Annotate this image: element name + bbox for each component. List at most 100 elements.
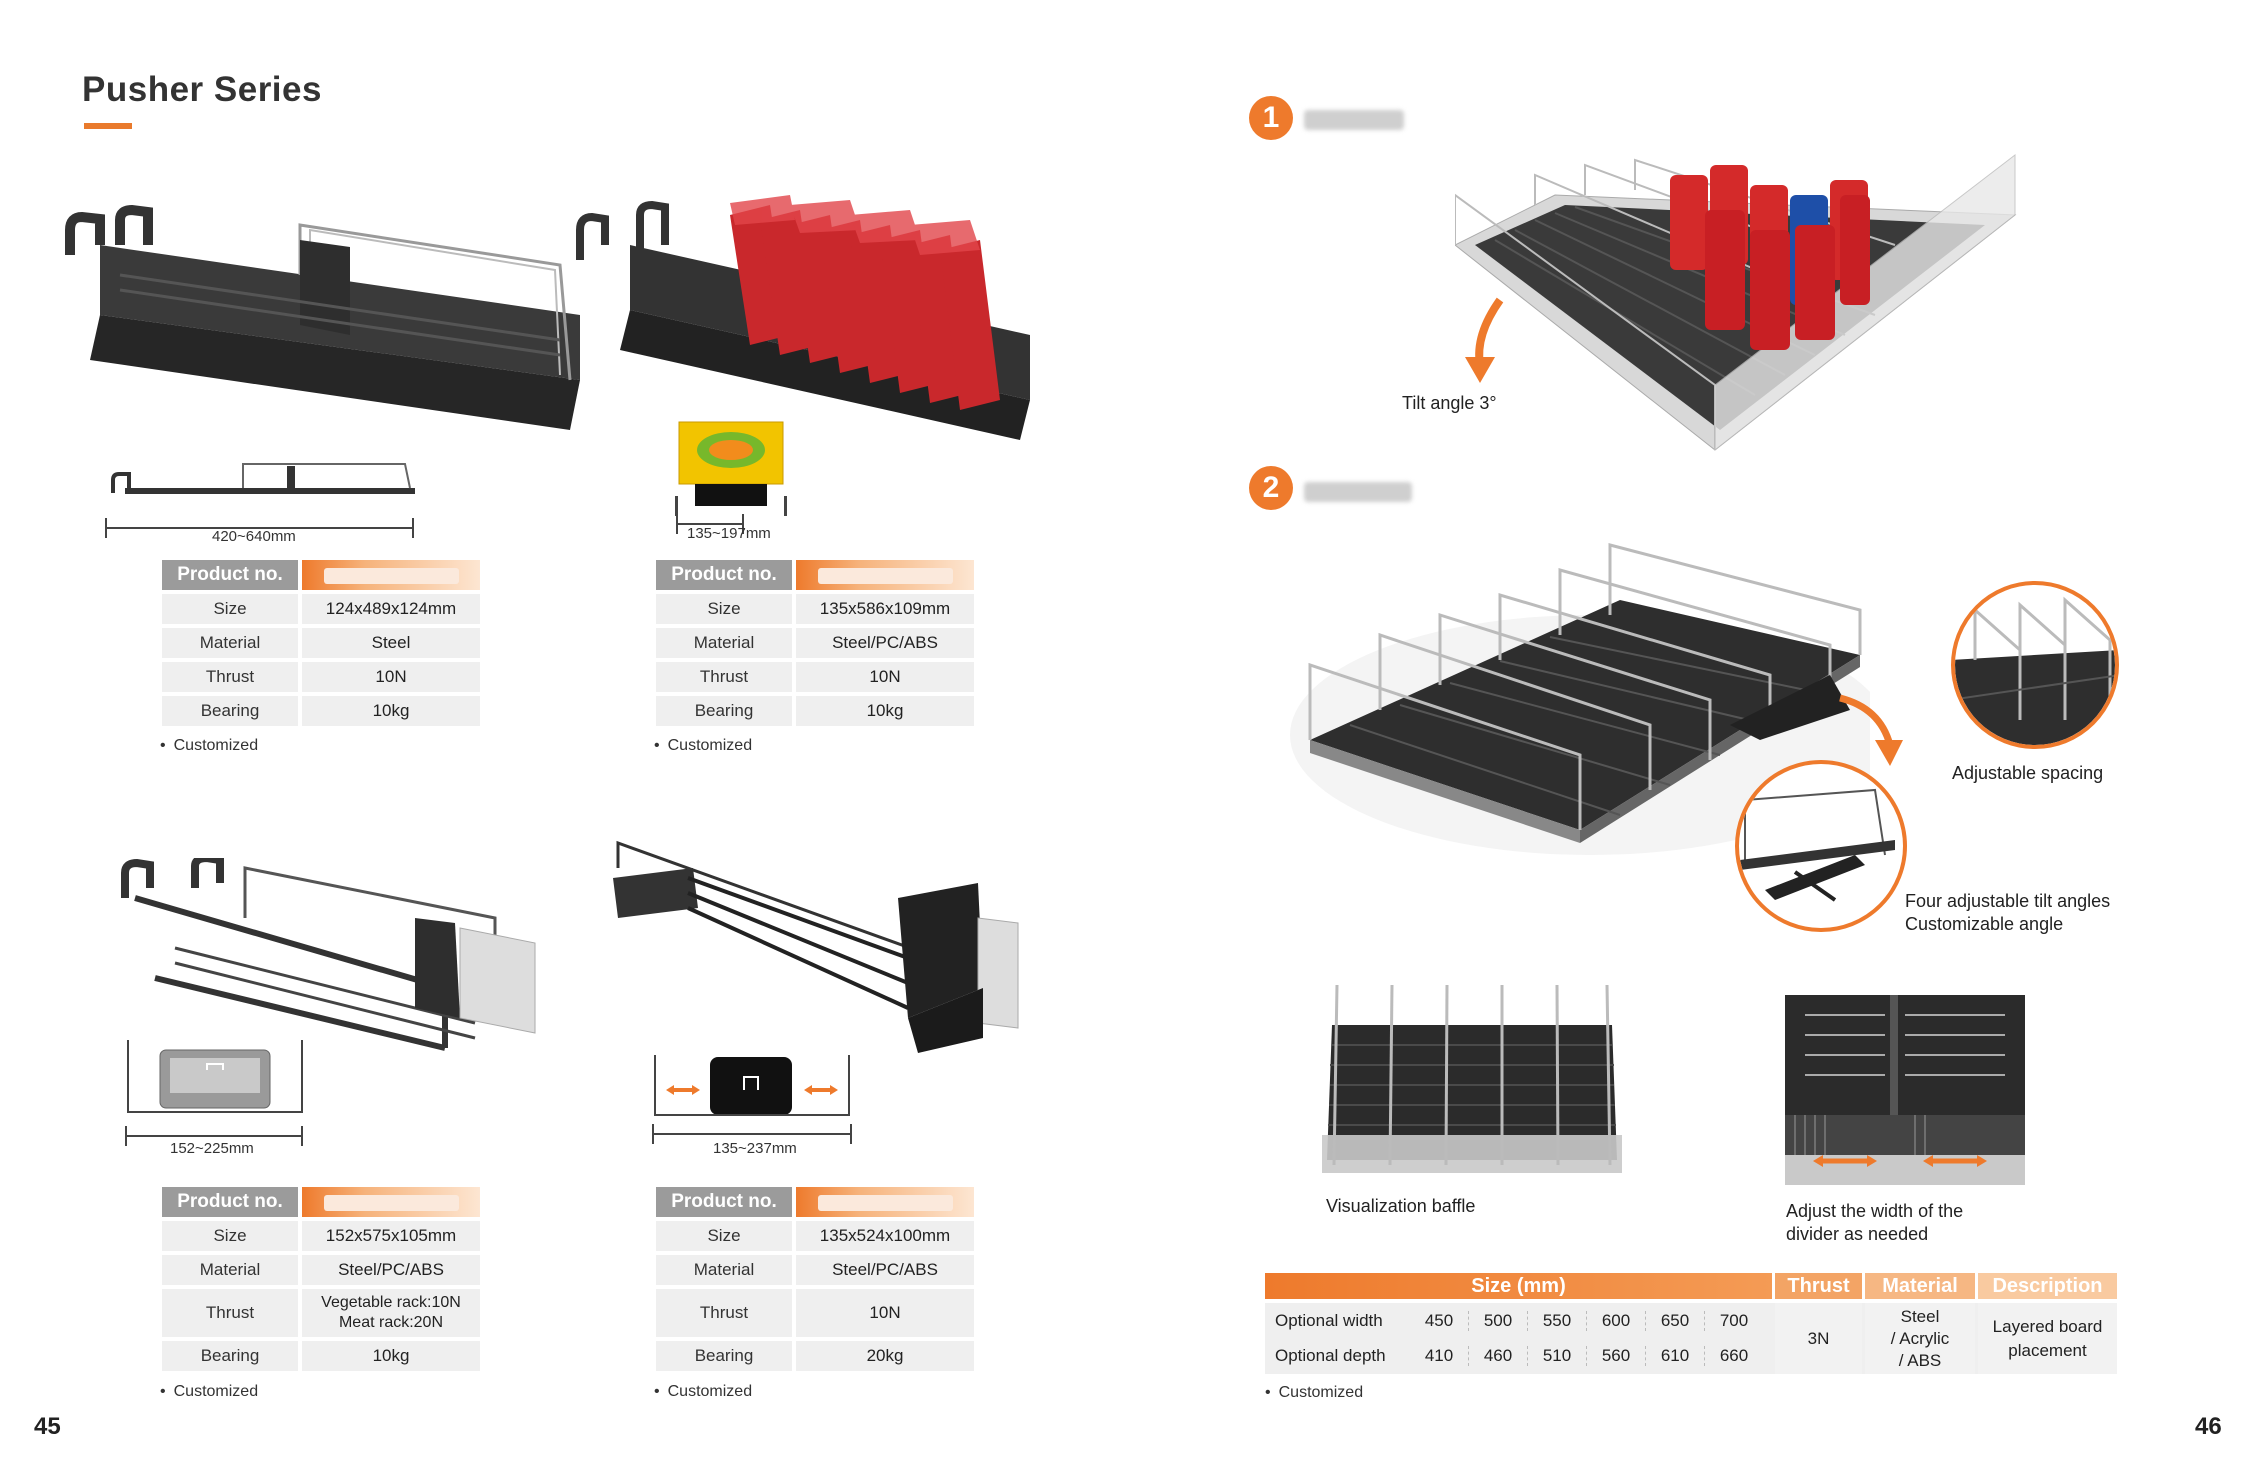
depth-cell: 610 [1645,1345,1704,1366]
row-value: 10kg [302,696,480,726]
customized-note: Customized [654,737,752,755]
visualization-baffle-label: Visualization baffle [1326,1196,1476,1216]
row-label: Thrust [162,662,298,692]
row-value: Steel/PC/ABS [796,628,974,658]
width-row: Optional width 450 500 550 600 650 700 [1265,1303,1772,1338]
adjustable-spacing-label: Adjustable spacing [1952,763,2104,783]
row-value: Steel [302,628,480,658]
dimension-label: 152~225mm [170,1140,254,1157]
description-line: placement [2008,1340,2087,1360]
dimension-line [105,527,414,529]
customized-note: Customized [160,1383,258,1401]
adjustable-spacing-detail [1951,581,2119,749]
width-cell: 550 [1527,1310,1586,1331]
material-line: / Acrylic [1890,1328,1950,1348]
row-label: Bearing [162,696,298,726]
row-value: 10N [796,1289,974,1337]
row-value: 10kg [302,1341,480,1371]
row-label: Material [162,628,298,658]
thrust-value: 3N [1775,1303,1862,1374]
dimension-line [676,523,744,525]
page-number-right: 46 [2195,1413,2222,1440]
row-label: Material [656,1255,792,1285]
page-number-left: 45 [34,1413,61,1440]
size-spec-table: Size (mm) Thrust Material Description Op… [1265,1273,2117,1374]
shelf-with-dividers-image [1290,543,1870,855]
row-label: Size [162,594,298,624]
visualization-baffle-image [1322,985,1622,1173]
dimension-label: 135~237mm [713,1140,797,1157]
header-size: Size (mm) [1265,1273,1772,1299]
material-line: / ABS [1898,1350,1942,1370]
material-value: Steel / Acrylic / ABS [1865,1303,1975,1374]
product-image-4 [613,840,1019,1053]
depth-cell: 660 [1704,1345,1763,1366]
product-2-front-drawing [675,421,787,516]
row-value: 152x575x105mm [302,1221,480,1251]
section-2-badge: 2 [1249,466,1293,510]
section-1-badge: 1 [1249,96,1293,140]
dimension-line [652,1133,852,1135]
row-label: Size [656,594,792,624]
row-value: 135x586x109mm [796,594,974,624]
customized-note: Customized [1265,1384,1363,1402]
dimension-line [125,1135,303,1137]
page-title: Pusher Series [82,70,322,109]
adjust-width-image [1785,995,2025,1185]
spacing-arrow-icon [1839,694,1903,766]
width-cell: 700 [1704,1310,1763,1331]
width-row-label: Optional width [1275,1310,1383,1330]
header-material: Material [1865,1273,1975,1299]
tilt-angles-detail [1735,760,1907,932]
row-value: 10N [302,662,480,692]
row-value: 20kg [796,1341,974,1371]
depth-row-label: Optional depth [1275,1345,1386,1365]
tilt-arrow-icon [1465,297,1504,383]
row-value: 10kg [796,696,974,726]
row-label: Thrust [656,662,792,692]
adjust-width-label-1: Adjust the width of the [1786,1201,1964,1221]
header-thrust: Thrust [1775,1273,1862,1299]
width-cell: 650 [1645,1310,1704,1331]
dimension-label: 420~640mm [212,528,296,545]
row-label: Bearing [162,1341,298,1371]
row-value: 135x524x100mm [796,1221,974,1251]
row-value: Steel/PC/ABS [302,1255,480,1285]
width-cell: 450 [1424,1310,1454,1330]
tilt-angles-label-2: Customizable angle [1905,914,2064,934]
row-label: Material [162,1255,298,1285]
depth-cell: 410 [1424,1345,1454,1365]
header-label: Product no. [162,1187,298,1217]
width-cell: 500 [1468,1310,1527,1331]
row-label: Bearing [656,1341,792,1371]
row-value: Steel/PC/ABS [796,1255,974,1285]
section-1-title-blurred [1304,110,1404,130]
product-image-3 [121,858,536,1051]
header-label: Product no. [656,560,792,590]
depth-cell: 460 [1468,1345,1527,1366]
title-underline [84,123,132,129]
product-3-front-drawing [127,1040,303,1113]
row-label: Material [656,628,792,658]
adjust-width-label-2: divider as needed [1786,1224,1929,1244]
depth-row: Optional depth 410 460 510 560 610 660 [1265,1338,1772,1373]
customized-note: Customized [160,737,258,755]
customized-note: Customized [654,1383,752,1401]
header-label: Product no. [656,1187,792,1217]
row-label: Size [656,1221,792,1251]
tilt-angle-label: Tilt angle 3° [1402,393,1497,413]
header-label: Product no. [162,560,298,590]
product-image-1 [65,205,580,430]
row-label: Bearing [656,696,792,726]
description-value: Layered board placement [1978,1303,2117,1374]
row-value: 10N [796,662,974,692]
product-4-front-drawing [654,1055,850,1116]
depth-cell: 510 [1527,1345,1586,1366]
row-label: Size [162,1221,298,1251]
section-2-title-blurred [1304,482,1412,502]
width-cell: 600 [1586,1310,1645,1331]
